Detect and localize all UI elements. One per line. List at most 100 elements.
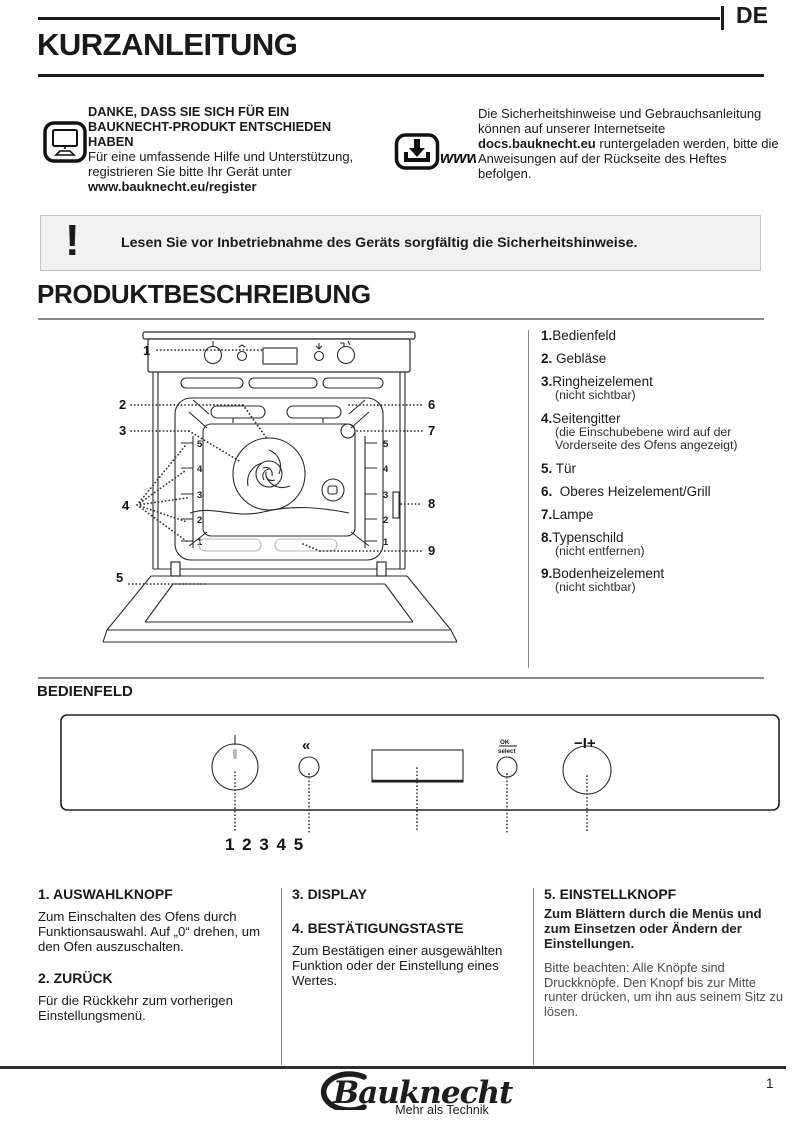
shelf-number: 2 [383,515,388,526]
section-rule [38,677,764,679]
part-label: Bedienfeld [552,328,617,343]
part-label: Oberes Heizelement/Grill [552,483,711,499]
warning-text: Lesen Sie vor Inbetriebnahme des Geräts … [121,235,638,251]
control-body: Für die Rückkehr zum vorherigen Einstell… [38,993,233,1023]
control-title: 2. ZURÜCK [38,970,113,986]
control-title: 4. BESTÄTIGUNGSTASTE [292,920,464,936]
ok-mark: OK [500,739,510,746]
thanks-heading: DANKE, DASS SIE SICH FÜR EIN BAUKNECHT-P… [88,104,332,149]
part-num: 2. [541,351,553,366]
list-item: 1.Bedienfeld [541,328,791,343]
part-note: (nicht sichtbar) [555,580,636,594]
panel-leader-lines [234,767,588,833]
part-label: Seitengitter [552,410,621,426]
oven-control-panel [142,331,416,373]
column-divider [533,888,534,1065]
part-label: Lampe [552,506,594,522]
shelf-number: 1 [383,537,389,548]
part-note: (die Einschubebene wird auf der Vorderse… [555,424,738,452]
part-label: Bodenheizelement [552,566,665,581]
product-heading: PRODUKTBESCHREIBUNG [37,279,371,309]
callout-5: 5 [116,570,123,585]
web-block: Die Sicherheitshinweise und Gebrauchsanl… [478,106,780,181]
page-title: KURZANLEITUNG [37,27,298,62]
rating-plate [392,491,400,519]
thanks-body-text: Für eine umfassende Hilfe und Unterstütz… [88,149,354,179]
parts-list: 1.Bedienfeld 2. Gebläse 3.Ringheizelemen… [541,328,791,603]
part-num: 4. [541,410,553,426]
part-note: (nicht entfernen) [555,543,645,558]
control-desc-col3: 5. EINSTELLKNOPF Zum Blättern durch die … [544,886,791,1019]
shelf-number: 5 [383,439,389,450]
lamp [340,423,356,439]
list-item: 7.Lampe [541,507,791,522]
control-title: 1. AUSWAHLKNOPF [38,886,173,902]
part-label: Gebläse [552,351,607,366]
list-item: 8.Typenschild (nicht entfernen) [541,530,791,559]
part-label: Tür [552,460,577,476]
part-num: 6. [541,483,553,499]
monitor-icon [43,121,87,163]
title-rule [38,74,764,77]
www-label: www [440,148,476,167]
shelf-number: 2 [197,515,202,526]
list-item: 5. Tür [541,461,791,476]
shelf-grid-left [181,436,194,548]
list-item: 6. Oberes Heizelement/Grill [541,484,791,499]
part-num: 3. [541,374,553,389]
part-label: Ringheizelement [552,374,653,389]
shelf-grid-right [364,436,377,548]
control-body: Zum Blättern durch die Menüs und zum Ein… [544,906,762,951]
part-note: (nicht sichtbar) [555,388,636,402]
callout-4: 4 [122,498,130,513]
panel-heading: BEDIENFELD [37,683,133,700]
control-title: 3. DISPLAY [292,886,367,902]
thanks-body: Für eine umfassende Hilfe und Unterstütz… [88,149,384,194]
exclamation-icon: ! [65,216,80,265]
header-tick [721,6,724,30]
grill-element [192,399,366,423]
column-divider [281,888,282,1065]
brand-wordmark: Bauknecht [332,1075,514,1110]
brand-tagline: Mehr als Technik [395,1103,489,1117]
part-num: 7. [541,506,553,522]
language-badge: DE [736,2,768,28]
diagram-callouts: 1 2 3 4 5 6 7 8 9 [116,343,435,585]
logo-swoosh-icon [320,1071,367,1110]
part-label: Typenschild [552,529,624,545]
list-item: 2. Gebläse [541,351,791,366]
adjust-mark: −I+ [574,735,596,752]
control-desc-col2: 3. DISPLAY 4. BESTÄTIGUNGSTASTE Zum Best… [292,886,524,1004]
panel-numbers: 1 2 3 4 5 [225,835,305,854]
list-item: 4.Seitengitter (die Einschubebene wird a… [541,411,791,453]
web-body-before: Die Sicherheitshinweise und Gebrauchsanl… [478,106,762,136]
shelf-rack [189,507,350,515]
register-url[interactable]: www.bauknecht.eu/register [88,179,257,194]
part-num: 5. [541,460,553,476]
download-www-icon: www [394,133,476,170]
oven-door [102,561,458,643]
callout-3: 3 [119,423,126,438]
shelf-number: 3 [197,490,202,501]
control-desc-col1: 1. AUSWAHLKNOPF Zum Einschalten des Ofen… [38,886,276,1039]
callout-8: 8 [428,496,435,511]
shelf-number: 4 [383,464,389,475]
list-item: 9.Bodenheizelement (nicht sichtbar) [541,566,791,595]
shelf-number: 5 [197,439,203,450]
callout-7: 7 [428,423,435,438]
callout-1: 1 [143,343,150,358]
bauknecht-logo: Bauknecht [320,1071,515,1110]
control-body: Zum Bestätigen einer ausgewählten Funkti… [292,943,503,988]
list-item: 3.Ringheizelement (nicht sichtbar) [541,374,791,403]
part-num: 9. [541,566,553,581]
oven-cavity: 5 4 3 2 1 5 4 3 2 1 [174,397,400,561]
product-rule [38,318,764,320]
docs-url[interactable]: docs.bauknecht.eu [478,136,596,151]
safety-warning-box: ! Lesen Sie vor Inbetriebnahme des Gerät… [40,215,761,271]
shelf-number: 3 [383,490,388,501]
page-number: 1 [766,1076,774,1091]
oven-body [152,372,406,570]
back-mark: « [302,737,310,754]
oven-display [262,347,298,365]
